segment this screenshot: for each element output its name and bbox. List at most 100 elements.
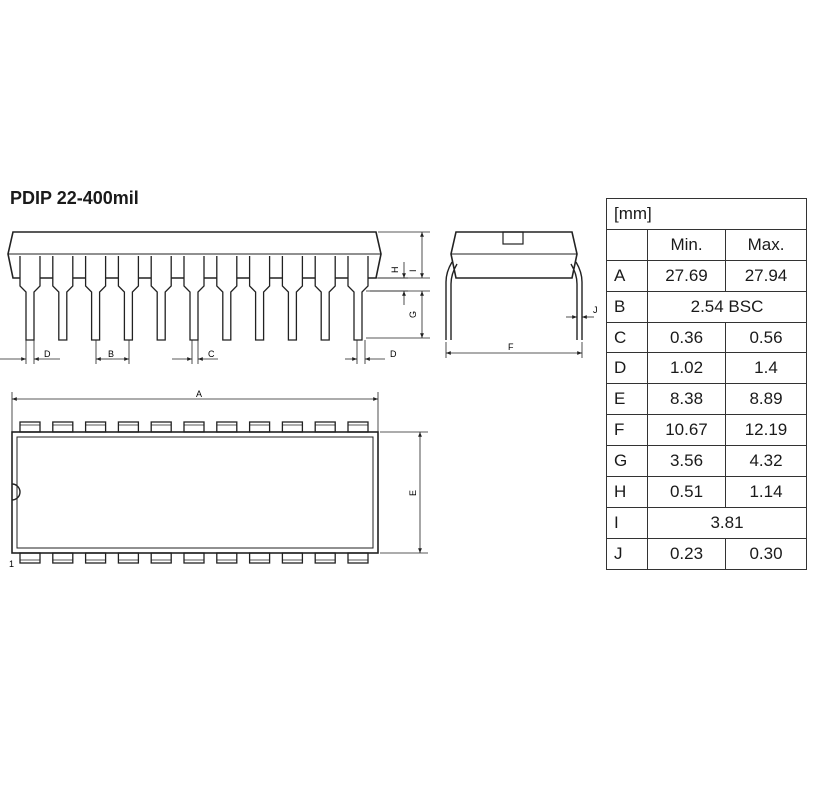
top-view-body-inner [16, 436, 374, 549]
top-pad-upper [84, 421, 107, 433]
top-pad-lower [183, 552, 205, 564]
row-value-min: 0.51 [647, 476, 726, 508]
row-value-max: 12.19 [725, 414, 807, 447]
label-c: C [208, 349, 215, 359]
row-label: J [606, 537, 648, 570]
top-pad-upper [52, 421, 74, 433]
table-header-min: Min. [647, 228, 726, 261]
package-drawing: D B C D [0, 231, 598, 569]
row-label: H [606, 476, 648, 508]
row-value-max: 4.32 [725, 445, 807, 478]
table-unit-row: [mm] [606, 198, 807, 230]
top-pad-lower [216, 552, 238, 564]
package-title: PDIP 22-400mil [10, 188, 139, 208]
table-header-blank [606, 228, 648, 261]
row-value-min: 10.67 [647, 414, 726, 447]
top-pad-upper [281, 421, 304, 433]
top-pad-upper [117, 421, 140, 433]
top-pad-lower [117, 552, 140, 564]
label-j: J [593, 305, 598, 315]
row-value-max: 1.4 [725, 352, 807, 385]
row-value-min: 3.56 [647, 445, 726, 478]
dimension-a [11, 392, 379, 432]
row-label: E [606, 383, 648, 416]
row-label: F [606, 414, 648, 447]
top-pad-upper [347, 421, 369, 433]
dimension-f [445, 342, 583, 358]
table-header-row: Min. Max. [606, 228, 807, 261]
dimension-d-left [0, 340, 60, 364]
side-view: D B C D [0, 231, 430, 364]
top-view: A 1 E [9, 389, 428, 569]
label-d-left: D [44, 349, 51, 359]
row-value-max: 8.89 [725, 383, 807, 416]
label-d-right: D [390, 349, 397, 359]
top-pad-lower [248, 552, 271, 564]
top-pad-upper [314, 421, 336, 433]
side-view-lead [216, 256, 238, 341]
side-view-lead [314, 256, 336, 341]
top-pad-lower [150, 552, 172, 564]
end-view: F J [445, 231, 598, 358]
end-view-lead-right [570, 261, 583, 340]
label-i: I [408, 269, 418, 272]
side-view-lead [117, 256, 140, 341]
dimension-d-right [345, 340, 385, 364]
side-view-lead [248, 256, 271, 341]
dimension-b [95, 340, 130, 364]
row-value-span: 3.81 [647, 506, 807, 539]
label-a: A [196, 389, 202, 399]
pin-one-label: 1 [9, 559, 14, 569]
top-view-body-outer [11, 431, 379, 554]
row-value-min: 0.23 [647, 537, 726, 570]
row-label: B [606, 290, 648, 323]
label-b: B [108, 349, 114, 359]
label-g: G [408, 311, 418, 318]
row-label: D [606, 352, 648, 385]
top-view-pads [19, 421, 369, 564]
side-view-lead [150, 256, 172, 341]
dimension-c [172, 340, 218, 364]
end-view-lead-left [445, 261, 458, 340]
end-view-body [450, 231, 578, 279]
label-f: F [508, 342, 514, 352]
top-pad-lower [281, 552, 304, 564]
dimension-g [366, 290, 430, 339]
row-label: I [606, 506, 648, 539]
side-view-leads [19, 256, 369, 341]
top-pad-upper [19, 421, 41, 433]
side-view-lead [52, 256, 74, 341]
row-label: C [606, 321, 648, 354]
side-view-lead [19, 256, 41, 341]
row-value-min: 8.38 [647, 383, 726, 416]
row-value-max: 27.94 [725, 259, 807, 292]
top-pad-lower [84, 552, 107, 564]
row-value-max: 1.14 [725, 476, 807, 508]
side-view-lead [84, 256, 107, 341]
row-label: A [606, 259, 648, 292]
top-pad-lower [19, 552, 41, 564]
dimension-h [370, 262, 408, 305]
table-header-max: Max. [725, 228, 807, 261]
top-pad-upper [183, 421, 205, 433]
pin-one-notch [11, 483, 21, 501]
dimension-e [380, 431, 428, 554]
side-view-lead [281, 256, 304, 341]
end-view-notch [502, 231, 524, 245]
row-label: G [606, 445, 648, 478]
row-value-max: 0.56 [725, 321, 807, 354]
side-view-lead [183, 256, 205, 341]
table-unit: [mm] [606, 198, 807, 230]
row-value-min: 27.69 [647, 259, 726, 292]
row-value-span: 2.54 BSC [647, 290, 807, 323]
